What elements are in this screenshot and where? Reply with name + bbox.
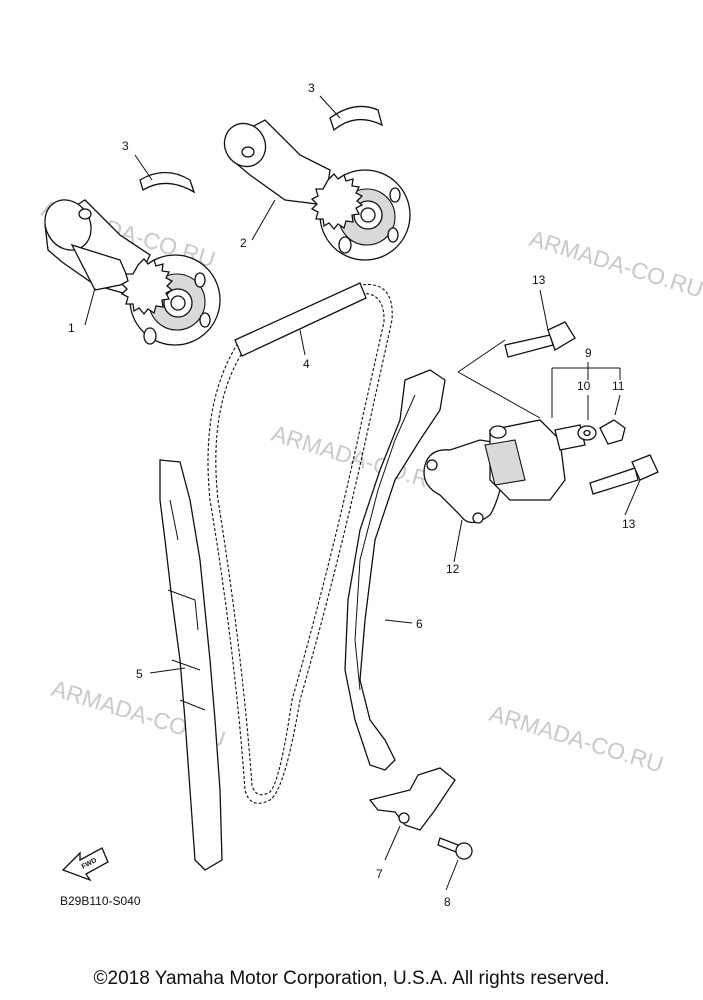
callout-8: 8 bbox=[444, 895, 451, 909]
callout-4: 4 bbox=[303, 357, 310, 371]
bolt-11 bbox=[599, 419, 626, 445]
fwd-arrow-icon: FWD bbox=[61, 847, 109, 882]
watermark-2: ARMADA-CO.RU bbox=[527, 225, 703, 303]
camshaft-1 bbox=[44, 199, 221, 346]
camshaft-2 bbox=[223, 119, 411, 261]
washer-10 bbox=[577, 425, 597, 441]
callout-13b: 13 bbox=[622, 517, 636, 531]
callout-12: 12 bbox=[446, 562, 460, 576]
tensioner-assembly bbox=[423, 419, 586, 524]
tensioner-guide-6 bbox=[344, 369, 446, 771]
callout-11: 11 bbox=[612, 379, 625, 393]
bracket-7 bbox=[368, 767, 456, 831]
bolt-8 bbox=[437, 837, 473, 860]
bracket-7-hole bbox=[398, 812, 410, 824]
bolt-13-upper bbox=[504, 321, 576, 358]
chain-guide-5-detail bbox=[167, 499, 206, 711]
clip-3b bbox=[329, 105, 383, 132]
callout-1: 1 bbox=[68, 321, 75, 335]
leader-lines bbox=[84, 95, 641, 891]
tensioner-guide-6-detail bbox=[354, 394, 416, 691]
cam-chain-4 bbox=[207, 282, 393, 804]
callout-6: 6 bbox=[416, 617, 423, 631]
callout-9: 9 bbox=[585, 346, 592, 360]
tensioner-guide-line bbox=[457, 339, 541, 419]
callout-10: 10 bbox=[577, 379, 591, 393]
bolt-13-lower bbox=[589, 454, 659, 495]
callout-13a: 13 bbox=[532, 273, 546, 287]
callout-2: 2 bbox=[240, 236, 247, 250]
callout-3a: 3 bbox=[122, 139, 129, 153]
diagram-code: B29B110-S040 bbox=[60, 894, 141, 908]
bracket-9 bbox=[551, 362, 621, 418]
callout-7: 7 bbox=[376, 867, 383, 881]
callouts: 1 2 3 3 4 5 6 7 8 9 10 11 12 13 13 bbox=[68, 81, 636, 909]
clip-3a bbox=[139, 171, 196, 194]
copyright-notice: ©2018 Yamaha Motor Corporation, U.S.A. A… bbox=[93, 968, 610, 989]
chain-guide-5 bbox=[159, 459, 223, 871]
callout-3b: 3 bbox=[308, 81, 315, 95]
watermark-5: ARMADA-CO.RU bbox=[487, 700, 667, 778]
callout-5: 5 bbox=[136, 667, 143, 681]
